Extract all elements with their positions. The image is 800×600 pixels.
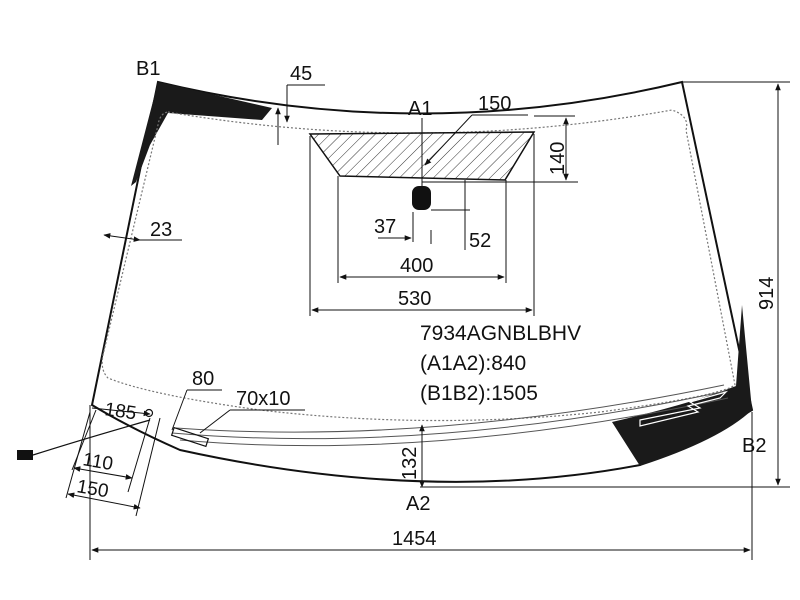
- dim-37-label: 37: [374, 216, 396, 238]
- lower-stripe-3: [175, 384, 725, 433]
- lower-stripe-1: [179, 397, 729, 447]
- dim-45-label: 45: [290, 63, 312, 85]
- dim-52-label: 52: [469, 230, 491, 252]
- dim-110-label: 110: [81, 449, 114, 475]
- sensor-strip: [170, 426, 210, 448]
- dim-132-label: 132: [399, 447, 421, 480]
- dim-23-line: [103, 233, 141, 242]
- heating-element: [639, 390, 729, 427]
- dim-150-top-leader: [424, 114, 473, 166]
- lower-stripe-2: [171, 390, 727, 440]
- dim-1454-label: 1454: [392, 528, 437, 550]
- dim-150-bottom-label: 150: [75, 476, 110, 502]
- point-a1: A1: [408, 98, 432, 120]
- dim-110-line: [73, 466, 133, 480]
- dim-140-label: 140: [547, 142, 569, 175]
- connector-wire: [32, 419, 151, 456]
- sensor-dot: [144, 408, 154, 418]
- dim-914-label: 914: [756, 277, 778, 310]
- dim-70x10-label: 70x10: [236, 388, 291, 410]
- dim-110-ext: [127, 417, 151, 493]
- dim-150-bottom-line: [67, 492, 141, 510]
- frit-inner-border: [101, 109, 736, 422]
- dim-70x10-leader: [199, 409, 231, 434]
- dim-185-label: 185: [103, 399, 137, 424]
- dim-530-label: 530: [398, 288, 431, 310]
- part-code: 7934AGNBLBHV: [420, 322, 581, 345]
- dim-23-label: 23: [150, 219, 172, 241]
- connector-plug: [17, 450, 33, 460]
- mirror-button: [412, 186, 431, 210]
- frit-top-left: [131, 82, 272, 186]
- dim-80-leader: [171, 389, 188, 431]
- b1b2-value: (B1B2):1505: [420, 382, 538, 405]
- dim-185-line: [91, 407, 151, 417]
- point-b1: B1: [136, 58, 160, 80]
- point-a2: A2: [406, 493, 430, 515]
- dim-150-top-label: 150: [478, 93, 511, 115]
- dim-150-bottom-ext-right: [135, 417, 161, 517]
- frit-bottom-right: [612, 305, 752, 466]
- dim-110-ext-left: [71, 409, 97, 471]
- dim-150-bottom-ext-left: [65, 411, 91, 499]
- dim-80-label: 80: [192, 368, 214, 390]
- point-b2: B2: [742, 435, 766, 457]
- a1a2-value: (A1A2):840: [420, 352, 526, 375]
- dim-400-label: 400: [400, 255, 433, 277]
